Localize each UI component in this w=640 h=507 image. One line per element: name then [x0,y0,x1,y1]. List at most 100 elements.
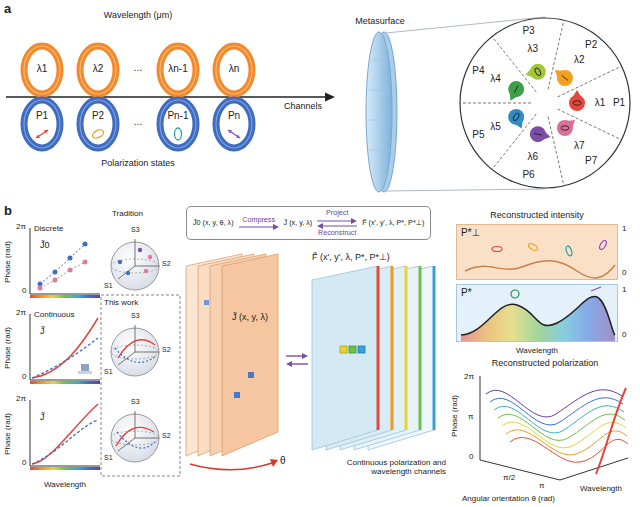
polarization-icon [527,242,538,251]
sector-divider [558,66,622,97]
phase-plot-continuous [30,400,100,466]
poincare-sphere [111,325,159,376]
ring-outline [160,100,196,148]
metasurface-lens [368,150,390,151]
axis-label: S3 [131,226,140,234]
axis-tick: 2π [16,394,26,403]
polarization-label: Pn [212,110,256,122]
plot-label: Tradition [112,209,143,218]
wavelength-ring: λn [212,42,256,98]
polarization-surface [510,437,628,462]
phase-plot-discrete [83,242,88,247]
polarization-icon [573,101,581,105]
wavelength-label: λ3 [527,44,538,56]
poincare-sphere [135,352,159,353]
phase-plot-continuous [78,371,92,374]
polarization-icon [228,130,240,138]
intensity-curve [457,285,617,341]
theta-arrow [190,463,272,470]
axis-title: Wavelength [580,484,622,493]
ring-outline [76,96,120,152]
polarization-ring: Pn [212,96,256,152]
connector-line [292,363,308,364]
component-label: Metasurface [355,16,405,26]
process-arrow [351,218,357,224]
jones-stack [234,392,240,398]
axis-tick: 0 [22,372,26,381]
polarization-surface [494,406,624,433]
channel-stack [419,266,422,430]
poincare-sphere [118,266,135,279]
ring-outline [80,100,116,148]
channel-drop [530,126,546,142]
ring-outline [80,100,116,148]
axis-tick: 2π [16,222,26,231]
polarization-label: P5 [472,129,484,141]
channel-wheel: P1P2P3P4P5P6P7λ1λ2λ3λ4λ5λ6λ7 [458,16,632,190]
wheel-outline [460,18,630,188]
channel-stack [312,266,434,450]
poincare-sphere [135,239,136,266]
polarization-label: P7 [585,155,597,167]
symbol-label: J̃ [40,412,45,422]
ring-outline [24,100,60,148]
axis-tick: 0 [469,452,473,461]
axis-tick: 0 [622,268,626,277]
jones-stack [204,300,209,305]
stack-caption: Continuous polarization and wavelength c… [308,458,446,476]
wavelength-label: λ1 [595,97,606,109]
arrow-group: ProjectReconstruct [317,209,357,237]
phase-plot-discrete [68,268,73,273]
channel-drop [530,64,546,80]
ellipsis: ... [134,116,142,128]
process-arrow [239,224,279,230]
axis-label: θ [280,455,286,467]
polarization-icon [565,245,573,256]
polarization-label: P6 [522,169,534,181]
ring-outline [216,100,252,148]
polarization-icon [561,126,569,130]
axis-label: S3 [131,312,140,320]
poincare-sphere [111,411,159,462]
connector-arrow [286,353,308,359]
channel-drop [557,120,573,136]
channel-arrow [6,96,326,97]
channel-stack [358,346,365,353]
channel-drop [557,70,573,86]
polarization-label: P4 [472,65,484,77]
polarization-icon [492,247,502,252]
panel-title: Reconstructed polarization [492,358,599,368]
channel-stack [433,266,436,430]
polarization-label: P1 [20,110,64,122]
wavelength-label: λn [212,63,256,75]
axis-tick: π [539,481,545,490]
wavelength-ring: λn-1 [156,42,200,98]
poincare-sphere [111,239,159,290]
wavelength-label: λ4 [490,73,501,85]
theta-arrow [270,459,278,467]
poincare-sphere [135,411,136,438]
polarization-surface [498,414,625,440]
stack-label: F̃ (x', y', λ, P*, P*⊥) [312,252,390,262]
sector-divider [460,103,531,104]
symbol-label: J̃ [40,326,45,336]
theta-arrow [190,459,278,470]
wavelength-ring: λ1 [20,42,64,98]
metasurface-lens [368,90,390,91]
wavelength-label: λ7 [574,140,585,152]
wavelength-label: λ6 [527,151,538,163]
wavelength-label: λ5 [490,121,501,133]
group-label: Polarization states [101,158,175,168]
ring-outline [156,96,200,152]
channel-stack [377,266,380,430]
dashed-frame [101,295,180,476]
phase-plot-continuous [30,467,100,470]
polarization-icon [511,290,519,298]
polarization-surface [480,376,481,460]
axis-tick: π/2 [503,473,515,482]
channel-stack [312,266,378,450]
arrowhead [302,353,308,359]
phase-plot-discrete [53,278,58,283]
phase-plot-continuous [32,404,98,464]
